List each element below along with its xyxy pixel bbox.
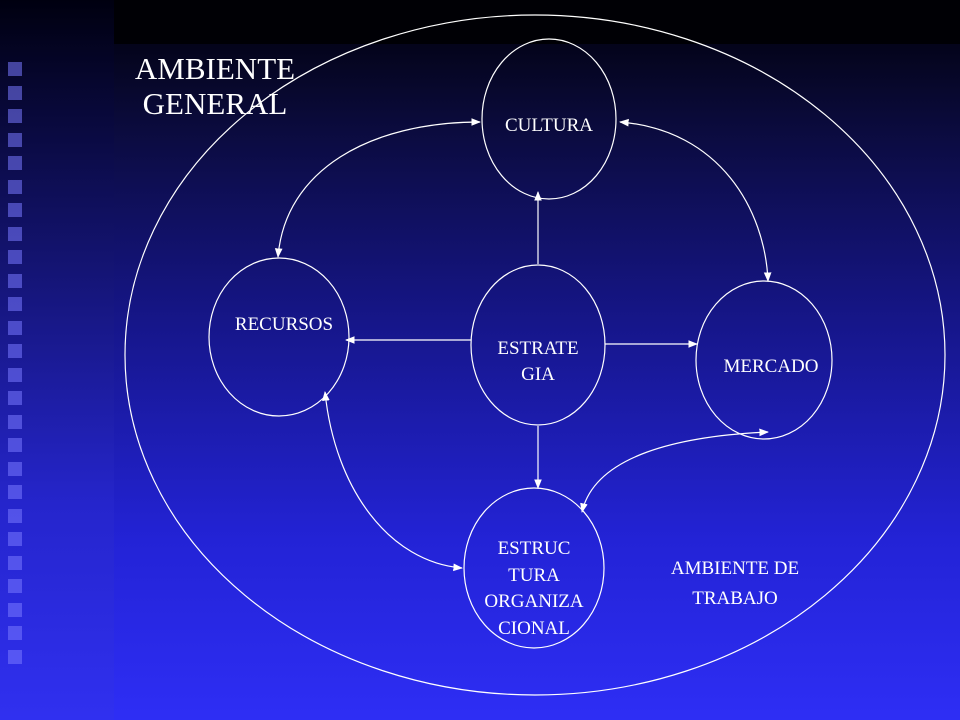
- estrategia-node: [470, 264, 606, 426]
- ambiente-trabajo-label: AMBIENTE DE TRABAJO: [640, 554, 830, 615]
- ambiente-general-title: AMBIENTE GENERAL: [120, 51, 310, 121]
- estrategia-label: ESTRATE GIA: [468, 336, 608, 387]
- estructura-label: ESTRUC TURA ORGANIZA CIONAL: [460, 536, 608, 642]
- slide-sidebar: [0, 0, 114, 720]
- ambiente-trabajo-line-2: TRABAJO: [692, 588, 778, 610]
- arrow-cultura-recursos: [274, 118, 481, 258]
- arrow-cultura-mercado: [619, 118, 772, 282]
- estructura-node: [463, 487, 605, 649]
- title-line-2: GENERAL: [142, 85, 288, 121]
- estructura-line-4: CIONAL: [498, 617, 570, 639]
- recursos-label: RECURSOS: [234, 314, 334, 335]
- estrategia-line-2: GIA: [521, 363, 555, 385]
- cultura-label: CULTURA: [505, 115, 593, 136]
- estructura-line-2: TURA: [508, 564, 560, 586]
- arrow-mercado-estructura: [580, 428, 769, 513]
- top-dark-band: [114, 0, 960, 44]
- ambiente-general-ellipse: [124, 14, 946, 696]
- title-line-1: AMBIENTE: [134, 51, 296, 86]
- estructura-line-1: ESTRUC: [497, 538, 571, 559]
- mercado-label: MERCADO: [723, 356, 819, 377]
- sidebar-squares: [8, 62, 22, 673]
- cultura-node: [481, 38, 617, 200]
- ambiente-trabajo-line-1: AMBIENTE DE: [670, 558, 800, 579]
- arrow-recursos-estructura: [322, 391, 463, 572]
- estrategia-line-1: ESTRATE: [497, 338, 579, 359]
- estructura-line-3: ORGANIZA: [484, 591, 584, 613]
